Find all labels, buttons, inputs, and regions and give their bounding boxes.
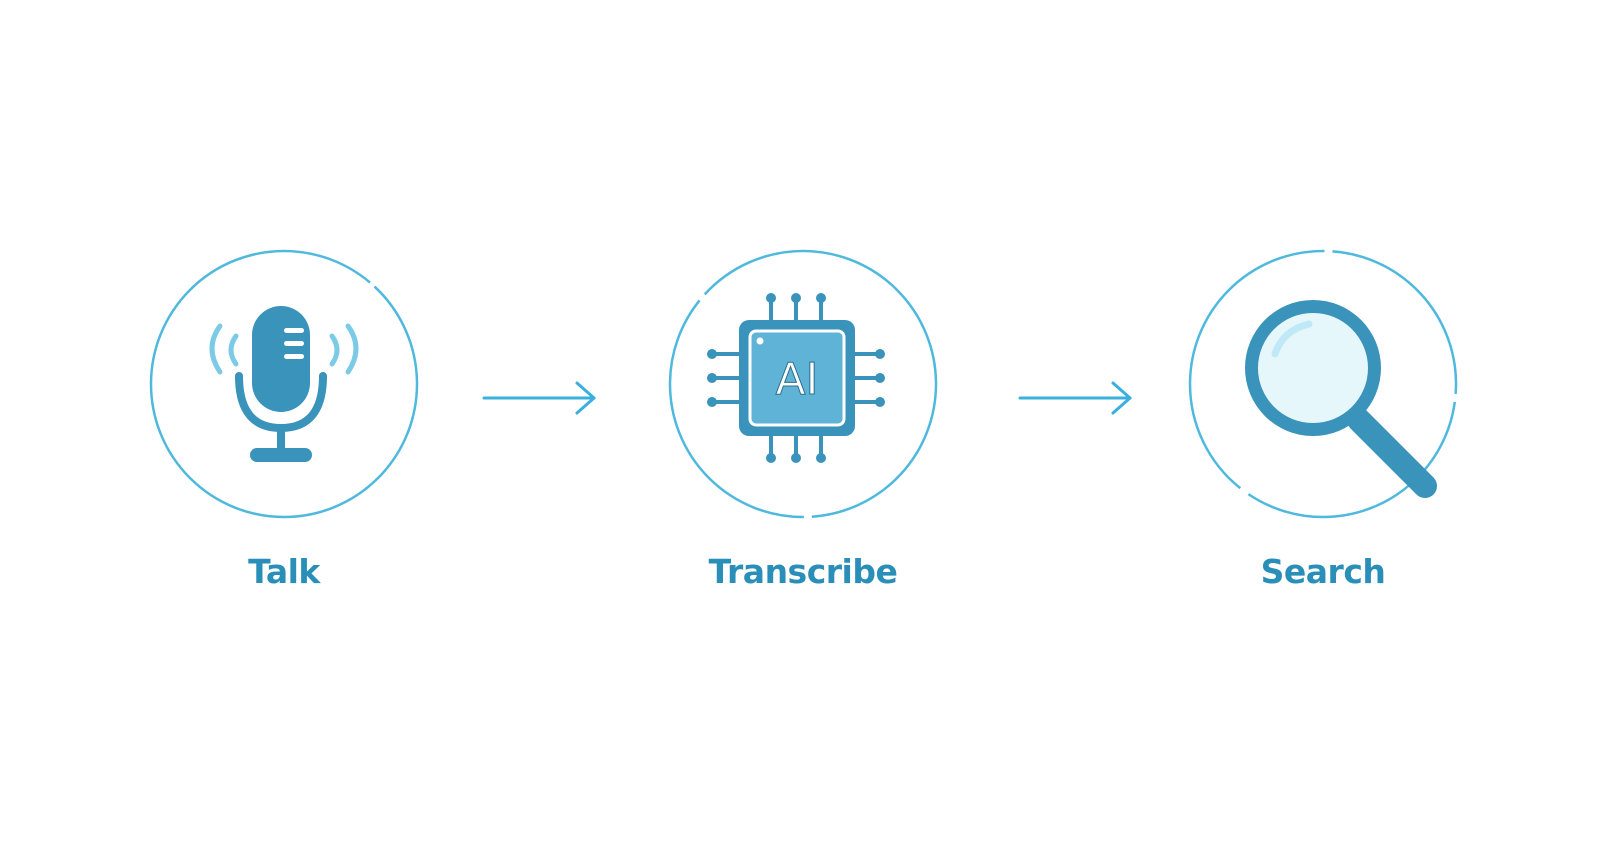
step-transcribe: AI Transcribe (667, 248, 939, 591)
ai-chip-icon: AI (707, 293, 885, 463)
step-search: Search (1187, 248, 1459, 591)
step-label-search: Search (1260, 552, 1386, 591)
step-transcribe-circle: AI (667, 248, 939, 520)
arrow-right-icon (482, 378, 600, 423)
arrow-right-icon (1018, 378, 1136, 423)
chip-text: AI (775, 354, 818, 405)
microphone-icon (209, 306, 359, 462)
step-label-transcribe: Transcribe (708, 552, 898, 591)
step-talk: Talk (148, 248, 420, 591)
step-search-circle (1187, 248, 1459, 520)
step-talk-circle (148, 248, 420, 520)
magnifying-glass-icon (1245, 300, 1437, 498)
step-label-talk: Talk (248, 552, 320, 591)
